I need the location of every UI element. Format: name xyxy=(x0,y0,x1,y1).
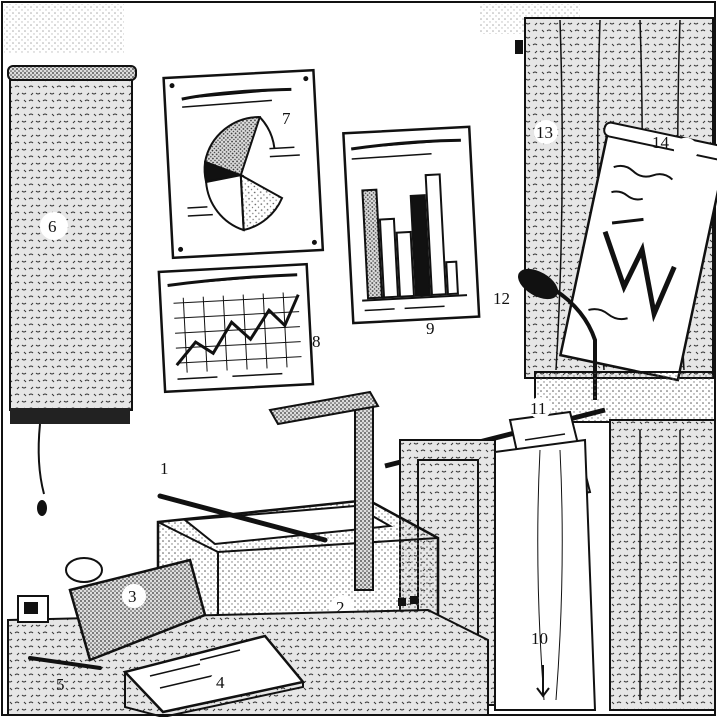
microphone xyxy=(518,268,597,400)
ceiling-speckle xyxy=(4,4,124,54)
book-stack xyxy=(122,634,306,717)
flip-chart xyxy=(558,121,717,382)
paper-strip xyxy=(494,438,597,711)
bar-chart-poster xyxy=(342,125,481,325)
slide-projector xyxy=(17,557,207,662)
line-graph-poster xyxy=(157,262,315,394)
pie-chart-poster xyxy=(162,68,325,260)
pen xyxy=(28,656,102,670)
projection-screen xyxy=(7,65,137,516)
pointer-stick xyxy=(157,493,328,543)
